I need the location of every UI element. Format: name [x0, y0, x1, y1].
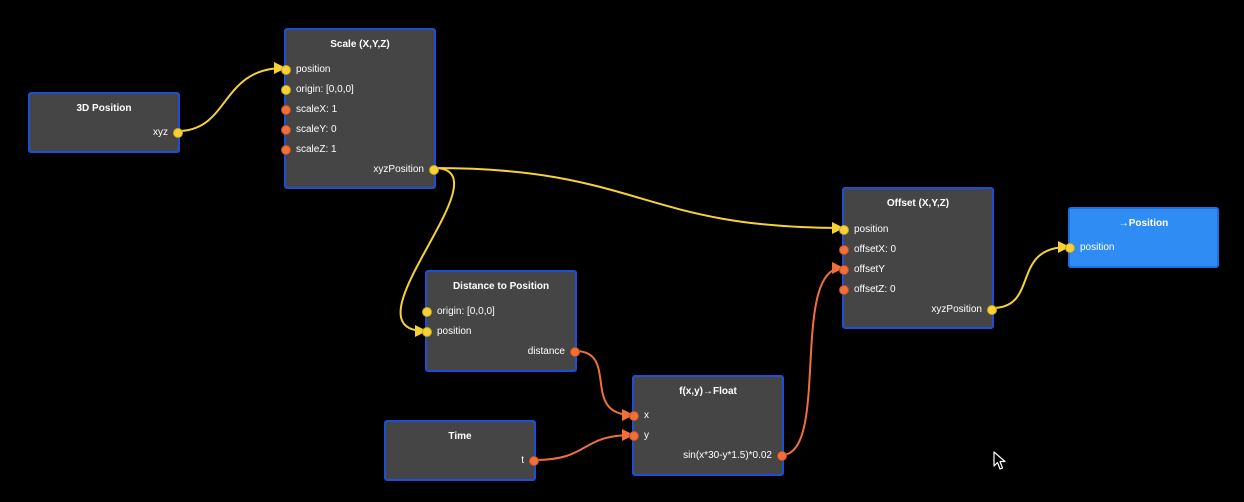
port-label: offsetY	[854, 264, 885, 275]
port-dot[interactable]	[529, 456, 539, 466]
input-port-offsetx[interactable]: offsetX: 0	[839, 243, 896, 257]
input-port-offsetz[interactable]: offsetZ: 0	[839, 283, 896, 297]
node-title: →Position	[1118, 218, 1169, 229]
input-port-position[interactable]: position	[1065, 241, 1114, 255]
port-label: x	[644, 410, 649, 421]
port-label: xyzPosition	[373, 164, 424, 175]
node-title: Time	[448, 431, 472, 442]
port-label: scaleZ: 1	[296, 144, 337, 155]
input-port-scaley[interactable]: scaleY: 0	[281, 123, 337, 137]
input-port-scalez[interactable]: scaleZ: 1	[281, 143, 337, 157]
wire-distance-to-fxy-x[interactable]	[574, 350, 634, 421]
port-dot[interactable]	[839, 265, 849, 275]
port-label: position	[437, 326, 472, 337]
output-port-xyz[interactable]: xyz	[153, 126, 183, 140]
port-dot[interactable]	[422, 307, 432, 317]
input-port-y[interactable]: y	[629, 429, 649, 443]
node-title: 3D Position	[76, 103, 132, 114]
port-label: position	[296, 64, 331, 75]
node-offset-xyz[interactable]: Offset (X,Y,Z) position offsetX: 0 offse…	[839, 187, 997, 329]
input-port-offsety[interactable]: offsetY	[839, 263, 885, 277]
input-port-position[interactable]: position	[839, 223, 888, 237]
port-dot[interactable]	[839, 245, 849, 255]
port-dot[interactable]	[1065, 243, 1075, 253]
port-dot[interactable]	[570, 347, 580, 357]
wire-scale-to-offset-position[interactable]	[433, 167, 844, 234]
wire-time-to-fxy-y[interactable]	[534, 429, 634, 461]
port-label: xyz	[153, 127, 168, 138]
port-dot[interactable]	[281, 105, 291, 115]
port-dot[interactable]	[281, 85, 291, 95]
port-dot[interactable]	[281, 125, 291, 135]
port-dot[interactable]	[777, 451, 787, 461]
node-fxy-float[interactable]: f(x,y)→Float x y sin(x*30-y*1.5)*0.02	[629, 375, 787, 476]
input-port-scalex[interactable]: scaleX: 1	[281, 103, 337, 117]
port-dot[interactable]	[429, 165, 439, 175]
input-port-origin[interactable]: origin: [0,0,0]	[281, 83, 354, 97]
port-label: origin: [0,0,0]	[437, 306, 495, 317]
port-dot[interactable]	[987, 305, 997, 315]
node-title: Offset (X,Y,Z)	[886, 198, 950, 209]
output-port-t[interactable]: t	[521, 454, 539, 468]
port-label: position	[854, 224, 889, 235]
node-3d-position[interactable]: 3D Position xyz	[28, 92, 183, 153]
output-port-xyzposition[interactable]: xyzPosition	[373, 163, 439, 177]
node-scale-xyz[interactable]: Scale (X,Y,Z) position origin: [0,0,0] s…	[281, 28, 439, 189]
mouse-cursor-icon	[993, 451, 1006, 470]
port-dot[interactable]	[422, 327, 432, 337]
port-dot[interactable]	[173, 128, 183, 138]
input-port-x[interactable]: x	[629, 409, 649, 423]
port-label: xyzPosition	[931, 304, 982, 315]
port-dot[interactable]	[839, 225, 849, 235]
node-title: f(x,y)→Float	[679, 386, 737, 397]
output-port-distance[interactable]: distance	[528, 345, 580, 359]
port-label: offsetX: 0	[854, 244, 897, 255]
port-label: distance	[527, 346, 565, 357]
output-port-xyzposition[interactable]: xyzPosition	[931, 303, 997, 317]
port-dot[interactable]	[629, 411, 639, 421]
port-label: t	[521, 455, 524, 466]
port-label: y	[644, 430, 649, 441]
input-port-position[interactable]: position	[422, 325, 471, 339]
node-output-position[interactable]: →Position position	[1065, 207, 1219, 268]
port-label: position	[1080, 242, 1115, 253]
input-port-position[interactable]: position	[281, 63, 330, 77]
node-title: Distance to Position	[452, 281, 550, 292]
port-dot[interactable]	[839, 285, 849, 295]
wire-offset-to-output-position[interactable]	[991, 241, 1070, 309]
node-distance-to-position[interactable]: Distance to Position origin: [0,0,0] pos…	[422, 270, 580, 372]
wire-fxy-to-offset-offsety[interactable]	[781, 262, 844, 456]
port-label: origin: [0,0,0]	[296, 84, 354, 95]
port-label: sin(x*30-y*1.5)*0.02	[683, 450, 772, 461]
port-dot[interactable]	[281, 65, 291, 75]
output-port-expression[interactable]: sin(x*30-y*1.5)*0.02	[683, 449, 787, 463]
port-label: scaleX: 1	[296, 104, 338, 115]
node-title: Scale (X,Y,Z)	[330, 39, 390, 50]
node-time[interactable]: Time t	[384, 420, 539, 481]
port-dot[interactable]	[629, 431, 639, 441]
port-label: scaleY: 0	[296, 124, 337, 135]
port-dot[interactable]	[281, 145, 291, 155]
port-label: offsetZ: 0	[854, 284, 896, 295]
wire-xyz-to-scale-position[interactable]	[177, 62, 286, 132]
input-port-origin[interactable]: origin: [0,0,0]	[422, 305, 495, 319]
